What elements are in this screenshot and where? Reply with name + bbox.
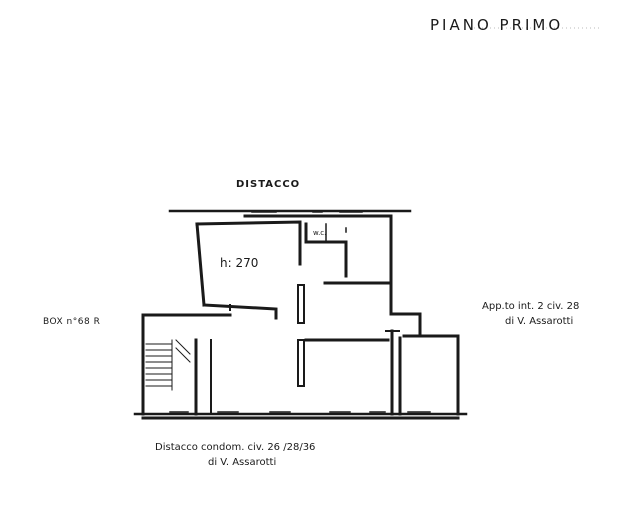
corridor-partition-1	[297, 284, 305, 324]
box-label: BOX n°68 R	[43, 317, 101, 327]
bottom-label-line2: di V. Assarotti	[208, 457, 277, 468]
room-h270-wall	[195, 220, 302, 266]
room-height-label: h: 270	[220, 256, 259, 270]
room-h270-bottom-wall	[202, 303, 278, 320]
page-title: PIANO PRIMO	[430, 16, 564, 34]
room-h270-left-wall	[195, 222, 206, 307]
corridor-wall	[323, 214, 393, 285]
wc-label: w.c.	[313, 229, 327, 237]
distacco-top-label: DISTACCO	[236, 179, 301, 190]
right-room-wall	[402, 334, 460, 416]
neighbor-label-line2: di V. Assarotti	[505, 316, 574, 327]
right-upper-wall	[389, 281, 422, 338]
corridor-partition-2	[297, 339, 305, 387]
bottom-label-line1: Distacco condom. civ. 26 /28/36	[155, 442, 316, 453]
neighbor-label-line1: App.to int. 2 civ. 28	[482, 301, 580, 312]
stairs	[145, 339, 191, 391]
